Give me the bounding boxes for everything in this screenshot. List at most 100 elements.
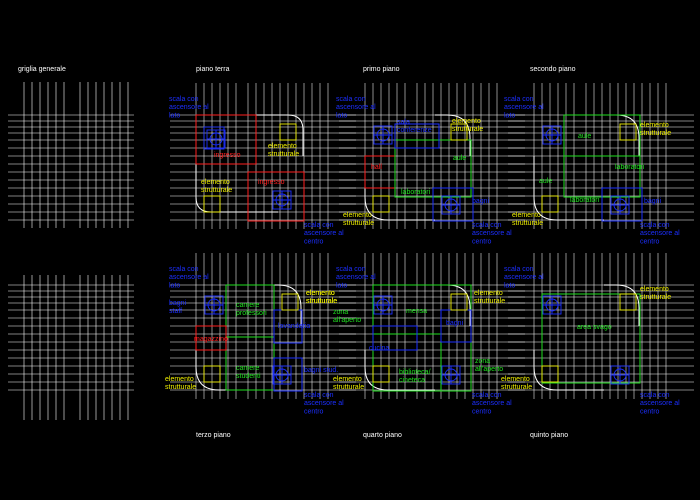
structural-element xyxy=(281,293,299,311)
label-stairs: ascensore al xyxy=(336,104,376,111)
label-structural: strutturale xyxy=(268,151,299,158)
label-stairs: ascensore al xyxy=(640,230,680,237)
library-zone xyxy=(372,333,442,392)
label-structural: elemento xyxy=(343,212,372,219)
label-stairs: scala con xyxy=(640,392,670,399)
label-storage: magazzino xyxy=(194,336,228,343)
label-structural: elemento xyxy=(333,376,362,383)
label-entrance: ingresso xyxy=(214,152,241,159)
stairs-core xyxy=(272,365,292,385)
stairs-core xyxy=(373,295,393,315)
building-outline xyxy=(195,350,266,391)
label-student-rooms: studenti xyxy=(236,373,261,380)
label-stairs: scala con xyxy=(169,96,199,103)
structural-element xyxy=(541,365,559,383)
label-structural: elemento xyxy=(501,376,530,383)
stairs-core xyxy=(610,195,630,215)
label-stairs: lato xyxy=(336,282,347,289)
label-stairs: ascensore al xyxy=(640,400,680,407)
label-stairs: scala con xyxy=(336,96,366,103)
structural-element xyxy=(450,123,468,141)
label-structural: strutturale xyxy=(640,130,671,137)
structural-element xyxy=(619,293,637,311)
structural-element xyxy=(203,365,221,383)
label-structural: strutturale xyxy=(165,384,196,391)
title-fourth-floor: quarto piano xyxy=(363,432,402,439)
label-entrance: ingresso xyxy=(258,179,285,186)
label-wc-staff: bagni xyxy=(169,300,187,307)
stairs-core xyxy=(441,365,461,385)
label-stairs: ascensore al xyxy=(336,274,376,281)
stairs-core xyxy=(542,295,562,315)
label-stairs: ascensore al xyxy=(504,274,544,281)
label-stairs: centro xyxy=(472,238,492,245)
label-stairs: scala con xyxy=(169,266,199,273)
label-stairs: ascensore al xyxy=(169,104,209,111)
label-structural: strutturale xyxy=(474,298,505,305)
label-stairs: scala con xyxy=(472,222,502,229)
label-structural: elemento xyxy=(474,290,503,297)
label-staff-rooms: camere xyxy=(236,302,259,309)
label-stairs: ascensore al xyxy=(169,274,209,281)
label-stairs: centro xyxy=(304,408,324,415)
title-fifth-floor: quinto piano xyxy=(530,432,568,439)
label-structural: elemento xyxy=(165,376,194,383)
stairs-core xyxy=(373,125,393,145)
entrance-zone xyxy=(247,171,305,222)
label-outdoor: all'aperto xyxy=(333,317,361,324)
label-structural: strutturale xyxy=(201,187,232,194)
label-stairs: lato xyxy=(336,112,347,119)
title-second-floor: secondo piano xyxy=(530,66,576,73)
label-hall: hall xyxy=(371,164,382,171)
label-canteen: mensa xyxy=(406,308,427,315)
label-stairs: lato xyxy=(169,282,180,289)
label-stairs: ascensore al xyxy=(504,104,544,111)
label-stairs: ascensore al xyxy=(304,230,344,237)
stairs-core xyxy=(204,295,224,315)
entrance-zone xyxy=(195,114,257,165)
wc-zone xyxy=(432,187,474,222)
title-general-grid: griglia generale xyxy=(18,66,66,73)
label-library: biblioteca/ xyxy=(399,369,431,376)
label-structural: elemento xyxy=(452,118,481,125)
label-stairs: ascensore al xyxy=(304,400,344,407)
label-structural: strutturale xyxy=(333,384,364,391)
label-structural: strutturale xyxy=(452,126,483,133)
label-stairs: lato xyxy=(504,282,515,289)
label-stairs: scala con xyxy=(304,392,334,399)
label-stairs: lato xyxy=(504,112,515,119)
label-structural: elemento xyxy=(512,212,541,219)
leisure-zone xyxy=(541,293,641,384)
structural-element xyxy=(541,195,559,213)
label-stairs: lato xyxy=(169,112,180,119)
structural-element xyxy=(450,293,468,311)
stairs-core xyxy=(542,125,562,145)
label-classrooms: aule xyxy=(578,133,591,140)
label-structural: strutturale xyxy=(512,220,543,227)
label-student-wc: bagni stud. xyxy=(304,367,338,374)
label-stairs: scala con xyxy=(504,266,534,273)
label-labs: laboratori xyxy=(615,164,645,171)
stairs-core xyxy=(203,126,225,150)
title-first-floor: primo piano xyxy=(363,66,400,73)
label-stairs: ascensore al xyxy=(472,230,512,237)
building-outline xyxy=(533,156,604,221)
structural-element xyxy=(372,195,390,213)
label-structural: elemento xyxy=(306,290,335,297)
label-structural-q: elemento xyxy=(306,290,335,297)
title-third-floor: terzo piano xyxy=(196,432,231,439)
label-structural: elemento xyxy=(640,122,669,129)
storage-zone xyxy=(195,325,227,351)
building-outline xyxy=(266,284,302,326)
label-structural: elemento xyxy=(640,286,669,293)
label-stairs: centro xyxy=(472,408,492,415)
label-wc: bagni xyxy=(472,198,490,205)
label-structural-q: strutturale xyxy=(306,298,337,305)
building-outline xyxy=(364,156,435,221)
label-labs: laboratori xyxy=(401,189,431,196)
label-outdoor: all'aperto xyxy=(475,366,503,373)
title-ground-floor: piano terra xyxy=(196,66,230,73)
structural-element xyxy=(619,123,637,141)
stairs-core xyxy=(441,195,461,215)
label-stairs: scala con xyxy=(304,222,334,229)
